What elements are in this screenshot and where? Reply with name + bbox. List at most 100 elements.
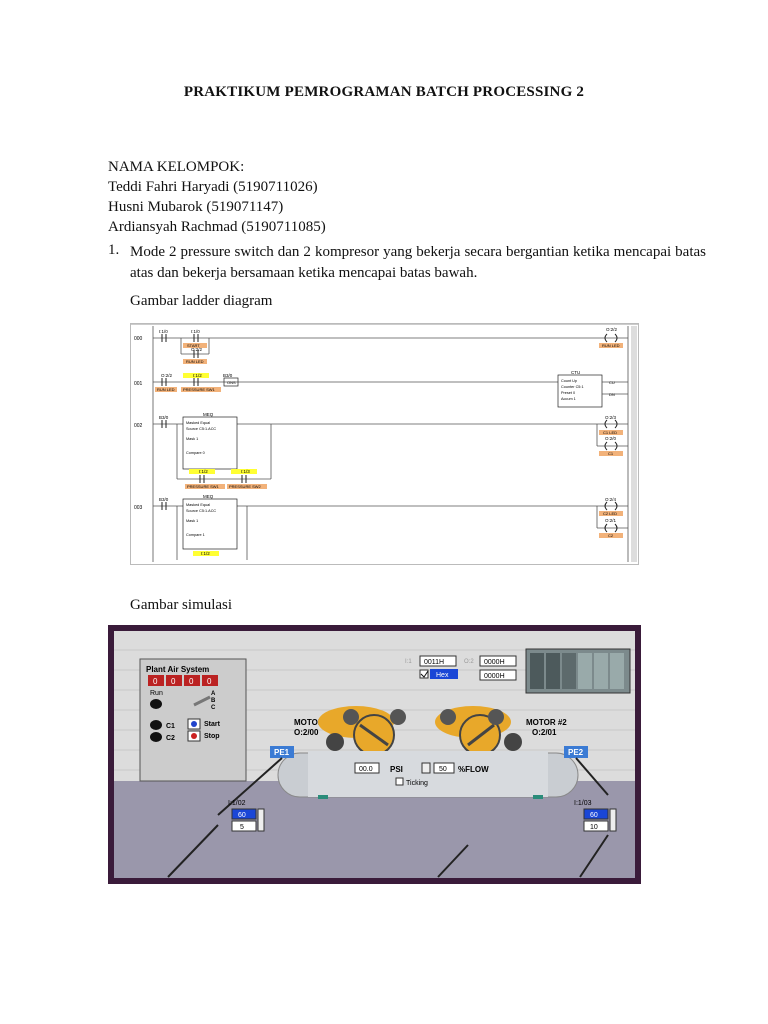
svg-text:START: START: [187, 343, 200, 348]
right-stepper[interactable]: [609, 808, 617, 832]
pe2-sensor: PE2: [564, 746, 609, 796]
contact-sw2-r2: I:1/3 PRESSURE SW2: [227, 469, 267, 489]
simulation-figure: Plant Air System 0 0 0 0 Run A B C C1 C2…: [108, 625, 641, 884]
svg-text:C: C: [211, 705, 216, 711]
contact-pressure-sw1: I:1/2 PRESSURE SW1: [181, 373, 221, 392]
contact-b3-r2: B3/0: [159, 415, 169, 428]
svg-text:C1: C1: [608, 451, 614, 456]
plant-air-panel: Plant Air System 0 0 0 0 Run A B C C1 C2…: [139, 658, 247, 782]
io-field-2: [479, 655, 517, 667]
svg-text:0011H: 0011H: [424, 659, 444, 666]
svg-text:I:1/2: I:1/2: [201, 551, 210, 556]
selector-switch-icon: [193, 695, 211, 707]
left-stepper[interactable]: [257, 808, 265, 832]
contact-start-2: I:1/0 START: [183, 329, 207, 348]
coil-c2-led: O:2/4 C2 LED: [599, 497, 623, 516]
svg-text:PE2: PE2: [568, 748, 584, 757]
psi-field: [354, 762, 380, 774]
svg-text:O:2/3: O:2/3: [605, 415, 617, 420]
document-title: PRAKTIKUM PEMROGRAMAN BATCH PROCESSING 2: [183, 84, 585, 100]
svg-text:C1: C1: [166, 723, 175, 730]
rung-number: 003: [134, 505, 143, 511]
svg-text:O:2/2: O:2/2: [161, 373, 173, 378]
flow-field[interactable]: [433, 762, 455, 774]
ladder-diagram: 000 001 002 003 I:1/0 I:1/0 START O:2/2 …: [130, 323, 639, 565]
svg-text:O:2/2: O:2/2: [606, 327, 618, 332]
svg-text:C2: C2: [608, 533, 614, 538]
ladder-caption: Gambar ladder diagram: [130, 293, 273, 309]
svg-text:I:1/2: I:1/2: [193, 373, 202, 378]
member-3: Ardiansyah Rachmad (5190711085): [108, 219, 326, 235]
contact-sw-r3: I:1/2: [193, 551, 219, 556]
svg-text:MEQ: MEQ: [203, 412, 214, 417]
item-text: Mode 2 pressure switch dan 2 kompresor y…: [130, 244, 706, 281]
start-button[interactable]: Start: [187, 718, 221, 730]
svg-text:Preset 0: Preset 0: [561, 391, 575, 395]
svg-text:O:2/4: O:2/4: [605, 497, 617, 502]
flow-stepper[interactable]: [421, 762, 431, 774]
svg-text:Ticking: Ticking: [406, 780, 428, 787]
svg-text:0: 0: [189, 677, 194, 686]
svg-text:I:1/3: I:1/3: [241, 469, 250, 474]
contact-b3-r3: B3/0: [159, 497, 169, 510]
hex-checkbox[interactable]: Hex: [419, 669, 458, 679]
left-setpoint-2[interactable]: [231, 820, 257, 832]
svg-text:B3/0: B3/0: [159, 497, 169, 502]
svg-text:I:1/0: I:1/0: [191, 329, 200, 334]
svg-text:Mask 1: Mask 1: [186, 519, 198, 523]
motor1-label: MOTOR: [294, 718, 324, 727]
svg-text:0: 0: [171, 677, 176, 686]
item-number: 1.: [108, 242, 120, 258]
contact-run-led-r1: O:2/2 RUN LED: [155, 373, 177, 392]
svg-text:I:1/2: I:1/2: [199, 469, 208, 474]
svg-text:DN: DN: [609, 392, 615, 397]
left-value-1: 60: [238, 812, 246, 819]
svg-text:PRESSURE SW1: PRESSURE SW1: [183, 387, 216, 392]
group-heading: NAMA KELOMPOK:: [108, 159, 245, 175]
svg-text:I:1: I:1: [405, 659, 412, 665]
svg-text:CU: CU: [609, 380, 615, 385]
motor2-label: MOTOR #2: [526, 718, 567, 727]
io-field-1: [419, 655, 457, 667]
ctu-block: CTU Count Up Counter C5:1 Preset 0 Accum…: [557, 370, 628, 408]
left-addr: I:1/02: [228, 800, 246, 807]
rung-number: 001: [134, 381, 143, 387]
right-setpoint-2[interactable]: [583, 820, 609, 832]
svg-text:CTU: CTU: [571, 370, 580, 375]
psi-label: PSI: [390, 765, 403, 774]
compressor-2-icon: [435, 706, 522, 756]
svg-text:C1 LED: C1 LED: [603, 430, 617, 435]
svg-text:B: B: [211, 698, 216, 704]
svg-text:Start: Start: [204, 721, 221, 728]
left-value-2: 5: [240, 824, 244, 831]
svg-text:MEQ: MEQ: [203, 494, 214, 499]
svg-text:PRESSURE SW1: PRESSURE SW1: [187, 484, 220, 489]
meq-block-2: MEQ Masked Equal Source C5:1.ACC Mask 1 …: [182, 494, 238, 550]
member-2: Husni Mubarok (519071147): [108, 199, 284, 215]
stop-button[interactable]: Stop: [187, 730, 220, 742]
svg-text:RUN LED: RUN LED: [602, 343, 620, 348]
left-setpoint-1[interactable]: [231, 808, 257, 820]
svg-text:Masked Equal: Masked Equal: [186, 503, 210, 507]
psi-value: 00.0: [359, 766, 373, 773]
right-addr: I:1/03: [574, 800, 592, 807]
svg-text:Hex: Hex: [436, 672, 449, 679]
right-setpoint-1[interactable]: [583, 808, 609, 820]
coil-c1-led: O:2/3 C1 LED: [599, 415, 623, 435]
rung-number: 002: [134, 423, 143, 429]
svg-text:Counter C5:1: Counter C5:1: [561, 385, 584, 389]
svg-text:ONS: ONS: [227, 380, 236, 385]
compressor-1-icon: [318, 706, 406, 756]
ticking-checkbox[interactable]: Ticking: [395, 777, 428, 787]
motor1-addr: O:2/00: [294, 728, 319, 737]
svg-text:Mask 1: Mask 1: [186, 437, 198, 441]
svg-text:C2: C2: [166, 735, 175, 742]
pe1-sensor: PE1: [217, 746, 294, 816]
coil-run-led: O:2/2 RUN LED: [599, 327, 623, 348]
svg-text:RUN LED: RUN LED: [186, 359, 204, 364]
sim-caption: Gambar simulasi: [130, 597, 233, 613]
svg-text:Accum 1: Accum 1: [561, 397, 576, 401]
flow-value: 50: [439, 766, 447, 773]
air-tank: [277, 751, 579, 799]
svg-text:O:2: O:2: [464, 659, 474, 665]
